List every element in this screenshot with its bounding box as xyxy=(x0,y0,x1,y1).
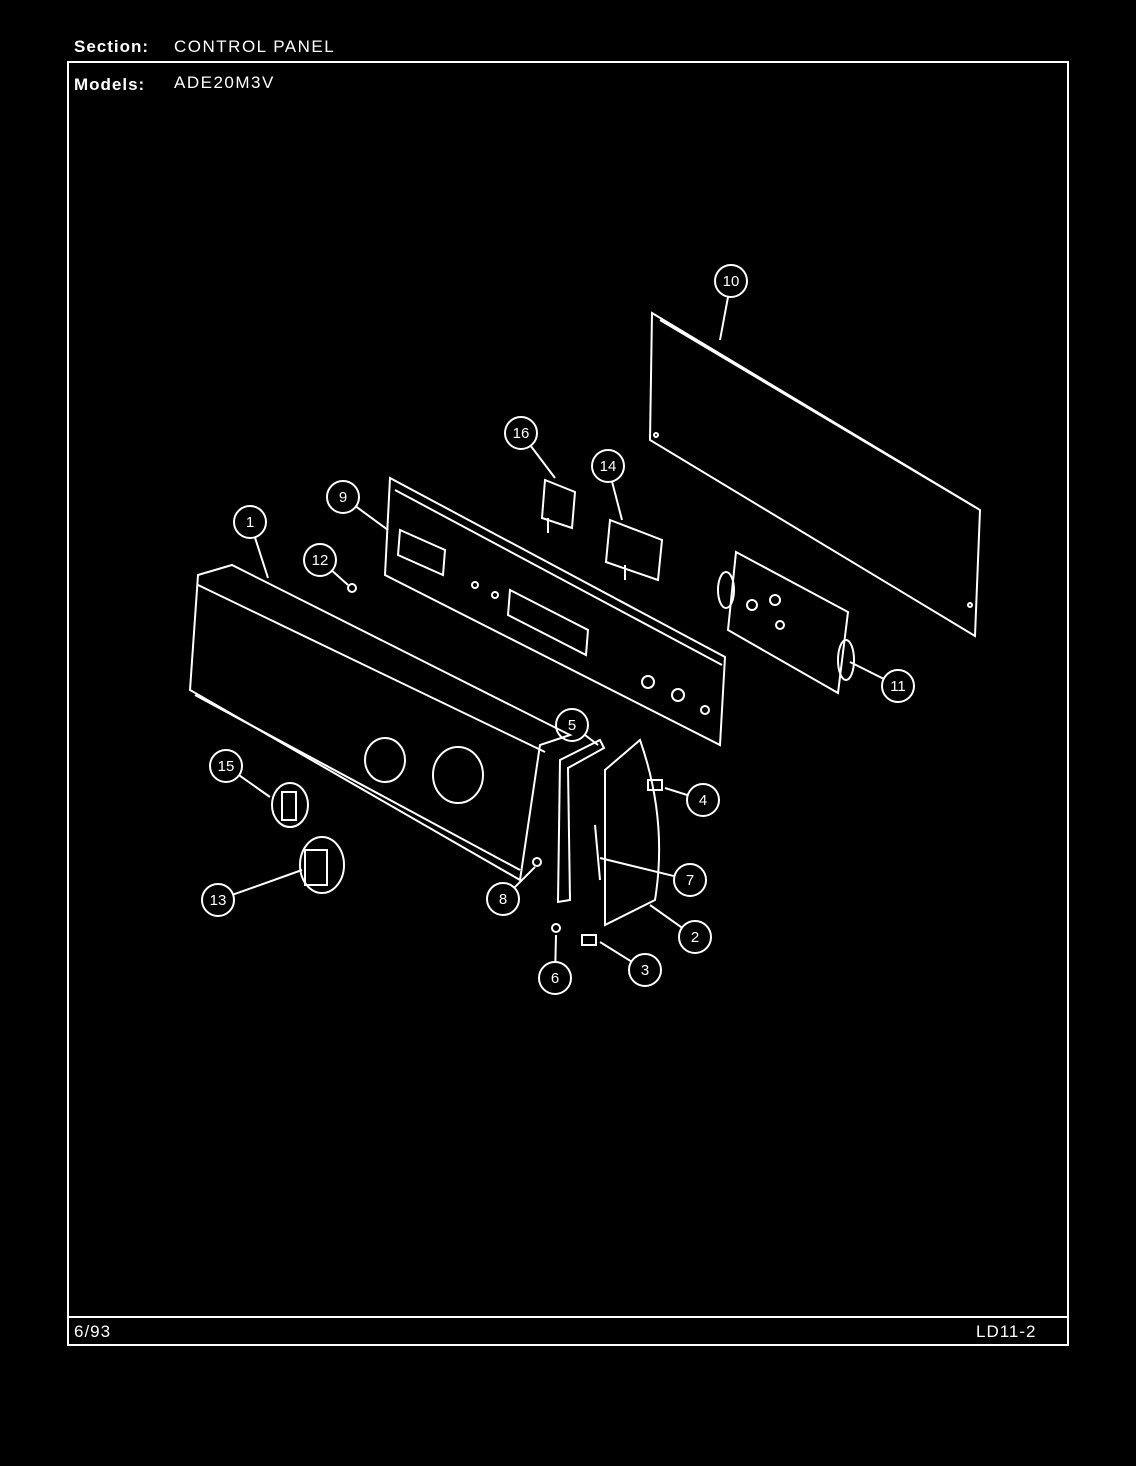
callout-7: 7 xyxy=(599,857,707,897)
callout-number: 1 xyxy=(246,514,254,531)
footer-page-code: LD11-2 xyxy=(976,1322,1037,1341)
part-control-bracket xyxy=(383,476,727,747)
leader-line xyxy=(529,445,556,479)
callout-1: 1 xyxy=(233,505,269,579)
callout-number: 14 xyxy=(600,458,617,475)
callout-number: 3 xyxy=(641,962,649,979)
models-value: ADE20M3V xyxy=(174,73,275,92)
part-switch-16 xyxy=(540,478,577,533)
callout-8: 8 xyxy=(486,866,536,916)
part-timer xyxy=(717,550,855,695)
callout-number: 4 xyxy=(699,792,707,809)
callout-number: 11 xyxy=(890,678,906,695)
leader-line xyxy=(513,866,536,889)
diagram-frame xyxy=(67,61,1069,1346)
callout-number: 10 xyxy=(723,273,740,290)
callout-10: 10 xyxy=(714,264,748,341)
callout-13: 13 xyxy=(201,869,303,917)
part-console xyxy=(188,563,573,882)
part-clip-4 xyxy=(647,779,663,791)
callout-number: 16 xyxy=(513,425,530,442)
part-end-cap xyxy=(594,738,661,927)
footer-divider xyxy=(67,1316,1069,1318)
leader-line xyxy=(232,869,303,896)
part-switch-14 xyxy=(604,518,664,582)
section-value: CONTROL PANEL xyxy=(174,37,336,56)
part-screw-6 xyxy=(551,923,561,933)
callout-number: 6 xyxy=(551,970,559,987)
leader-line xyxy=(849,661,885,680)
callout-circle xyxy=(628,953,662,987)
leader-line xyxy=(664,787,689,797)
section-label: Section: xyxy=(74,37,150,56)
callout-circle xyxy=(326,480,360,514)
leader-line xyxy=(599,941,632,963)
callout-number: 15 xyxy=(218,758,235,775)
callout-number: 8 xyxy=(499,891,507,908)
callout-circle xyxy=(678,920,712,954)
callout-5: 5 xyxy=(555,708,599,746)
leader-line xyxy=(355,505,389,531)
callout-number: 13 xyxy=(210,892,227,909)
leader-line xyxy=(331,569,349,586)
callout-circle xyxy=(591,449,625,483)
leader-line xyxy=(611,481,623,521)
callout-circle xyxy=(538,961,572,995)
callout-circle xyxy=(233,505,267,539)
callout-3: 3 xyxy=(599,941,662,987)
callout-number: 9 xyxy=(339,489,347,506)
callout-circle xyxy=(201,883,235,917)
leader-line xyxy=(649,904,683,929)
callout-12: 12 xyxy=(303,543,349,586)
part-knob-15 xyxy=(271,782,309,828)
leader-line xyxy=(719,296,730,341)
callout-circle xyxy=(555,708,589,742)
footer-date: 6/93 xyxy=(74,1322,112,1341)
callout-16: 16 xyxy=(504,416,556,479)
callout-number: 7 xyxy=(686,872,694,889)
callout-11: 11 xyxy=(849,661,915,703)
callout-circle xyxy=(714,264,748,298)
callout-number: 2 xyxy=(691,929,699,946)
callout-circle xyxy=(686,783,720,817)
models-label: Models: xyxy=(74,75,146,94)
callout-circle xyxy=(209,749,243,783)
part-clip-3 xyxy=(581,934,597,946)
part-rear-cover-panel xyxy=(648,311,982,638)
part-trim-strip xyxy=(556,738,606,904)
callout-2: 2 xyxy=(649,904,712,954)
callout-circle xyxy=(486,882,520,916)
callout-circle xyxy=(504,416,538,450)
leader-line xyxy=(599,857,675,878)
callout-circle xyxy=(673,863,707,897)
leader-line xyxy=(584,733,599,746)
callout-4: 4 xyxy=(664,783,720,817)
leader-line xyxy=(238,774,271,798)
callout-circle xyxy=(303,543,337,577)
part-screw-12 xyxy=(347,583,357,593)
part-screw-8 xyxy=(532,857,542,867)
part-knob-13 xyxy=(299,836,345,894)
callout-6: 6 xyxy=(538,934,572,995)
callout-15: 15 xyxy=(209,749,271,798)
callout-number: 5 xyxy=(568,717,576,734)
callout-number: 12 xyxy=(312,552,329,569)
callout-9: 9 xyxy=(326,480,389,531)
callout-14: 14 xyxy=(591,449,625,521)
leader-line xyxy=(253,536,269,579)
callout-circle xyxy=(881,669,915,703)
leader-line xyxy=(554,934,557,963)
